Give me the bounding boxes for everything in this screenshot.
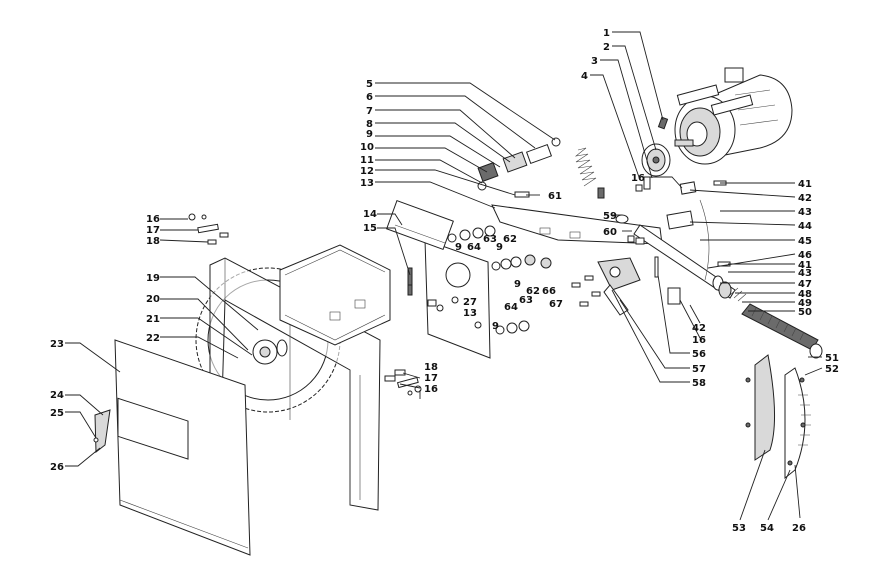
- callout-10: 10: [360, 142, 374, 153]
- mounting-plate: [386, 200, 491, 359]
- callout-57: 57: [692, 364, 706, 375]
- callout-27: 27: [463, 297, 477, 308]
- callout-42: 42: [798, 193, 812, 204]
- callout-25: 25: [50, 408, 64, 419]
- pivot-bracket: [597, 214, 681, 316]
- callout-26: 26: [50, 462, 64, 473]
- callout-58: 58: [692, 378, 706, 389]
- callout-43b: 43: [798, 268, 812, 279]
- callout-12: 12: [360, 166, 374, 177]
- callout-9c: 9: [496, 242, 503, 253]
- callout-66: 66: [542, 286, 556, 297]
- callout-9b: 9: [455, 242, 462, 253]
- callout-11: 11: [360, 155, 374, 166]
- callout-47: 47: [798, 279, 812, 290]
- saw-housing: [209, 244, 391, 511]
- callout-7: 7: [366, 106, 373, 117]
- callout-67: 67: [549, 299, 563, 310]
- small-fasteners-left: [93, 213, 422, 454]
- callout-44: 44: [798, 221, 812, 232]
- spring-assembly: [477, 137, 605, 199]
- callout-2: 2: [603, 42, 610, 53]
- callout-labels: 1 2 3 4 5 6 7 8 9 10 11 12 13 14 15 16 1…: [50, 28, 839, 534]
- callout-64b: 64: [504, 302, 518, 313]
- callout-4: 4: [581, 71, 588, 82]
- motor: [674, 67, 793, 165]
- callout-19: 19: [146, 273, 160, 284]
- callout-49: 49: [798, 298, 812, 309]
- callout-52: 52: [825, 364, 839, 375]
- callout-20: 20: [146, 294, 160, 305]
- callout-54: 54: [760, 523, 774, 534]
- leader-lines: [65, 31, 823, 521]
- callout-6: 6: [366, 92, 373, 103]
- callout-21: 21: [146, 314, 160, 325]
- callout-8: 8: [366, 119, 373, 130]
- callout-18: 18: [146, 236, 160, 247]
- long-arm: [491, 204, 663, 245]
- callout-16d: 16: [692, 335, 706, 346]
- callout-22: 22: [146, 333, 160, 344]
- handle: [741, 303, 823, 359]
- callout-9e: 9: [514, 279, 521, 290]
- shaft: [633, 180, 747, 302]
- callout-60: 60: [603, 227, 617, 238]
- callout-50: 50: [798, 307, 812, 318]
- callout-63b: 63: [519, 295, 533, 306]
- callout-56: 56: [692, 349, 706, 360]
- callout-63: 63: [483, 234, 497, 245]
- callout-42b: 42: [692, 323, 706, 334]
- callout-48: 48: [798, 289, 812, 300]
- callout-18b: 18: [424, 362, 438, 373]
- callout-26b: 26: [792, 523, 806, 534]
- callout-5: 5: [366, 79, 373, 90]
- bolt-group: [571, 275, 601, 307]
- callout-13b: 13: [463, 308, 477, 319]
- callout-59: 59: [603, 211, 617, 222]
- callout-53: 53: [732, 523, 746, 534]
- callout-41b: 41: [798, 260, 812, 271]
- callout-41: 41: [798, 179, 812, 190]
- callout-13: 13: [360, 178, 374, 189]
- washer-stack: [447, 225, 552, 335]
- callout-51: 51: [825, 353, 839, 364]
- guide-rail: [745, 354, 811, 480]
- callout-61: 61: [548, 191, 562, 202]
- callout-23: 23: [50, 339, 64, 350]
- front-cover: [114, 339, 251, 556]
- callout-16c: 16: [631, 173, 645, 184]
- callout-9d: 9: [492, 321, 499, 332]
- callout-1: 1: [603, 28, 610, 39]
- callout-16: 16: [146, 214, 160, 225]
- callout-45: 45: [798, 236, 812, 247]
- callout-43: 43: [798, 207, 812, 218]
- callout-62b: 62: [526, 286, 540, 297]
- callout-64: 64: [467, 242, 481, 253]
- callout-9: 9: [366, 129, 373, 140]
- callout-46: 46: [798, 250, 812, 261]
- callout-3: 3: [591, 56, 598, 67]
- callout-17: 17: [146, 225, 160, 236]
- callout-15: 15: [363, 223, 377, 234]
- callout-16b: 16: [424, 384, 438, 395]
- callout-62: 62: [503, 234, 517, 245]
- callout-24: 24: [50, 390, 64, 401]
- callout-17b: 17: [424, 373, 438, 384]
- callout-14: 14: [363, 209, 377, 220]
